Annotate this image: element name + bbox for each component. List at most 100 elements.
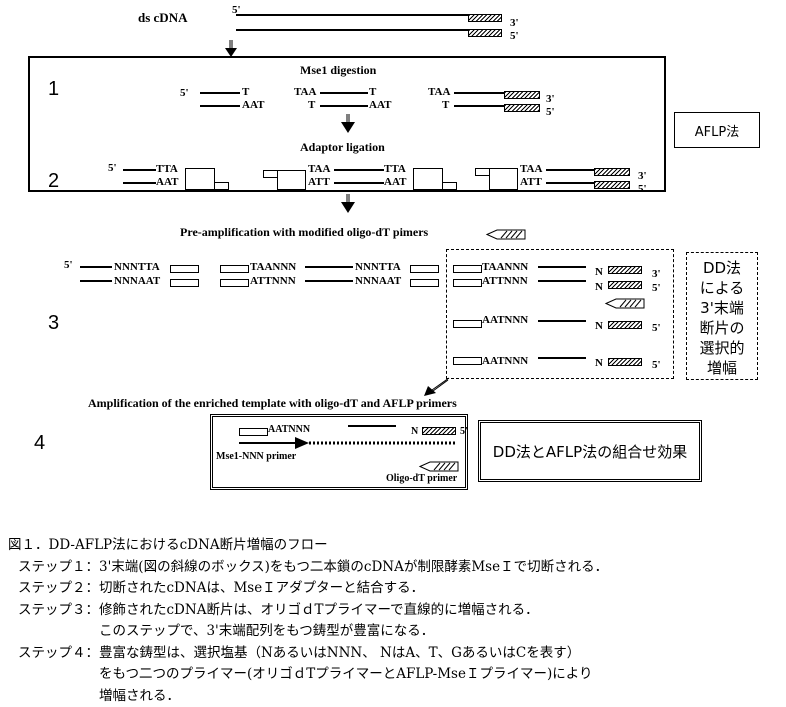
caption-line: ステップ１：3'末端(図の斜線のボックス)をもつ二本鎖のcDNAが制限酵素Mse…: [18, 557, 608, 579]
dna-strand: [538, 357, 586, 359]
hatched-3prime-box: [608, 358, 642, 366]
seq-label: T: [308, 99, 315, 111]
seq-label: NNNTTA: [114, 261, 160, 273]
dna-strand: [454, 105, 504, 107]
oligo-dt-primer-label: Oligo-dT primer: [386, 473, 457, 484]
dna-strand: [123, 169, 156, 171]
dna-strand: [305, 266, 353, 268]
seq-label: AATNNN: [482, 355, 528, 367]
aflp-method-label: AFLP法: [695, 121, 739, 140]
hatched-3prime-box: [504, 91, 540, 99]
adaptor-box: [453, 357, 482, 365]
five-prime-label: 5': [460, 426, 468, 437]
step-title: Amplification of the enriched template w…: [88, 396, 457, 411]
seq-label: T: [442, 99, 449, 111]
three-prime-label: 3': [546, 93, 555, 105]
step-number: 4: [34, 432, 45, 455]
dna-strand: [80, 266, 112, 268]
dd-label-line: 断片の: [690, 318, 754, 338]
step-number: 1: [48, 78, 59, 101]
five-prime-label: 5': [510, 30, 519, 42]
seq-label: N: [595, 281, 603, 293]
dd-label-line: DD法: [690, 258, 754, 278]
combination-effect-label: DD法とAFLP法の組合せ効果: [493, 441, 687, 462]
dna-strand: [348, 425, 396, 427]
dna-strand: [334, 169, 384, 171]
five-prime-label: 5': [652, 359, 661, 371]
dna-strand: [320, 92, 368, 94]
hatched-3prime-box: [608, 281, 642, 289]
caption-line: をもつ二つのプライマー(オリゴｄTプライマーとAFLP-MseＩプライマー)によ…: [18, 664, 608, 686]
step-title: Adaptor ligation: [300, 140, 385, 155]
adaptor-tab: [263, 170, 278, 178]
adaptor-tab: [214, 182, 229, 190]
down-arrow-icon: [341, 114, 355, 134]
seq-label: AAT: [369, 99, 391, 111]
seq-label: AAT: [384, 176, 406, 188]
dna-strand: [546, 182, 594, 184]
five-prime-label: 5': [180, 87, 189, 99]
dd-label-line: 増幅: [690, 358, 754, 378]
adaptor-box: [410, 279, 439, 287]
dna-strand: [454, 92, 504, 94]
dna-strand: [538, 266, 586, 268]
adaptor-tab: [442, 182, 457, 190]
five-prime-label: 5': [652, 322, 661, 334]
dna-strand: [200, 105, 240, 107]
adaptor-box: [453, 320, 482, 328]
seq-label: NNNAAT: [114, 275, 160, 287]
seq-label: AATNNN: [482, 314, 528, 326]
mse1-primer-extension-arrow-icon: [239, 436, 461, 450]
dna-strand: [80, 280, 112, 282]
step-title: Mse1 digestion: [300, 63, 376, 78]
adaptor-box: [170, 265, 199, 273]
adaptor-box: [220, 279, 249, 287]
caption-title: 図１．DD-AFLP法におけるcDNA断片増幅のフロー: [8, 535, 608, 557]
adaptor-box: [185, 168, 215, 190]
adaptor-box: [410, 265, 439, 273]
seq-label: TAA: [428, 86, 450, 98]
seq-label: NNNTTA: [355, 261, 401, 273]
seq-label: TAANNN: [482, 261, 528, 273]
seq-label: ATTNNN: [482, 275, 528, 287]
step-title: Pre-amplification with modified oligo-dT…: [180, 225, 428, 240]
diagonal-arrow-icon: [424, 377, 450, 397]
seq-label: TTA: [156, 163, 178, 175]
oligo-dt-primer-arrow-icon: [487, 230, 525, 239]
seq-label: N: [595, 266, 603, 278]
seq-label: TAA: [520, 163, 542, 175]
hatched-3prime-box: [422, 427, 456, 435]
five-prime-label: 5': [108, 162, 117, 174]
dna-strand: [200, 92, 240, 94]
seq-label: T: [242, 86, 249, 98]
dna-strand: [546, 169, 594, 171]
oligo-dt-primer-arrow-icon: [606, 299, 644, 308]
dna-strand: [538, 280, 586, 282]
seq-label: ATTNNN: [250, 275, 296, 287]
seq-label: ATT: [520, 176, 542, 188]
adaptor-box: [170, 279, 199, 287]
dd-label-line: 3'末端: [690, 298, 754, 318]
seq-label: TAA: [294, 86, 316, 98]
seq-label: ATT: [308, 176, 330, 188]
dna-strand: [320, 105, 368, 107]
dna-strand: [538, 320, 586, 322]
dna-strand-bottom: [236, 29, 468, 31]
seq-label: NNNAAT: [355, 275, 401, 287]
caption-line: 増幅される．: [18, 686, 608, 707]
seq-label: N: [595, 320, 603, 332]
adaptor-tab: [475, 168, 490, 176]
mse1-primer-label: Mse1-NNN primer: [216, 451, 296, 462]
aflp-method-label-box: AFLP法: [674, 112, 760, 148]
ds-cdna-label: ds cDNA: [138, 10, 187, 26]
hatched-3prime-box: [608, 266, 642, 274]
adaptor-box: [277, 170, 306, 190]
five-prime-label: 5': [652, 282, 661, 294]
dd-method-label: DD法 による 3'末端 断片の 選択的 増幅: [690, 258, 754, 378]
seq-label: AAT: [156, 176, 178, 188]
seq-label: T: [369, 86, 376, 98]
seq-label: AAT: [242, 99, 264, 111]
hatched-3prime-box: [608, 321, 642, 329]
hatched-3prime-box: [468, 29, 502, 37]
three-prime-label: 3': [510, 17, 519, 29]
